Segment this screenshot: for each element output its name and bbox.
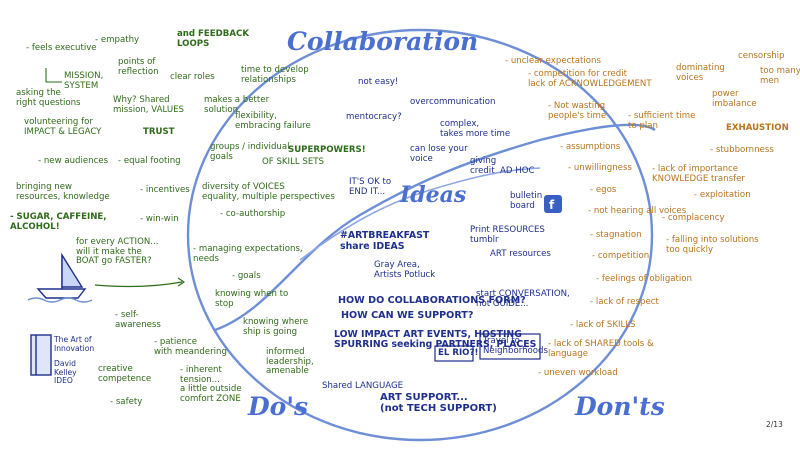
dos-note: bringing new resources, knowledge — [16, 182, 110, 202]
dos-note: Why? Shared mission, VALUES — [113, 95, 185, 115]
donts-note: - lack of SKILLS — [570, 320, 636, 330]
donts-note: power imbalance — [712, 89, 757, 109]
donts-note: - uneven workload — [538, 368, 618, 378]
donts-note: - Not wasting people's time — [548, 101, 607, 121]
dos-note: knowing where ship is going — [243, 317, 309, 337]
dos-note: - inherent tension... a little outside c… — [180, 365, 242, 404]
facebook-icon: f — [544, 195, 562, 213]
dos-note: - win-win — [140, 214, 179, 224]
center-note: Shared LANGUAGE — [322, 381, 404, 391]
heading-collaboration: Collaboration — [287, 27, 479, 56]
dos-note: volunteering for IMPACT & LEGACY — [24, 117, 102, 137]
center-note: EL RIO?! — [438, 348, 479, 358]
heading-dos: Do's — [248, 392, 309, 421]
dos-note: points of reflection — [118, 57, 159, 77]
center-note: Print RESOURCES tumblr — [470, 225, 545, 245]
center-note: LOW IMPACT ART EVENTS, HOSTING SPURRING … — [334, 329, 537, 351]
dos-note: informed leadership, amenable — [266, 347, 314, 377]
donts-note: - egos — [590, 185, 617, 195]
center-note: ART SUPPORT... (not TECH SUPPORT) — [380, 392, 497, 415]
dos-note: - patience with meandering — [154, 337, 227, 357]
dos-note: knowing when to stop — [215, 289, 289, 309]
center-note: mentocracy? — [346, 112, 402, 122]
donts-note: - lack of importance KNOWLEDGE transfer — [652, 164, 745, 184]
center-note: not easy! — [358, 77, 399, 87]
dos-note: - empathy — [95, 35, 140, 45]
donts-note: - feelings of obligation — [596, 274, 693, 284]
center-note: giving credit AD HOC — [470, 156, 535, 176]
donts-note: - stubbornness — [710, 145, 774, 155]
dos-note: - managing expectations, needs — [193, 244, 303, 264]
center-note: complex, takes more time — [440, 119, 511, 139]
dos-note: TRUST — [143, 127, 175, 137]
dos-note: clear roles — [170, 72, 215, 82]
divider-wave — [214, 123, 656, 332]
heading-ideas: Ideas — [400, 182, 467, 208]
dos-note: and FEEDBACK LOOPS — [177, 29, 249, 49]
donts-note: - competition — [592, 251, 650, 261]
dos-note: diversity of VOICES equality, multiple p… — [202, 182, 335, 202]
book-author: David Kelley IDEO — [54, 359, 77, 385]
dos-note: - SUGAR, CAFFEINE, ALCOHOL! — [10, 212, 107, 232]
donts-note: - lack of SHARED tools & language — [548, 339, 654, 359]
divider-wave-inner — [299, 167, 541, 261]
svg-text:f: f — [549, 198, 555, 212]
center-note: start CONVERSATION, not GUIDE... — [476, 289, 570, 309]
dos-note: - self- awareness — [115, 310, 161, 330]
center-note: #ARTBREAKFAST share IDEAS — [340, 230, 430, 252]
main-circle — [186, 28, 654, 442]
book-title: The Art of Innovation — [54, 335, 95, 353]
donts-note: - exploitation — [694, 190, 751, 200]
center-note: Travel to Neighborhoods — [483, 336, 548, 356]
donts-note: censorship — [738, 51, 785, 61]
donts-note: - unwillingness — [568, 163, 632, 173]
donts-note: - not hearing all voices — [588, 206, 687, 216]
donts-note: - lack of respect — [590, 297, 659, 307]
dos-note: - safety — [110, 397, 143, 407]
center-note: bulletin board — [510, 191, 543, 211]
dos-note: groups / individual goals — [210, 142, 290, 162]
dos-note: for every ACTION... will it make the BOA… — [76, 237, 159, 267]
dos-note: makes a better solution — [204, 95, 270, 115]
donts-note: EXHAUSTION — [726, 123, 789, 133]
dos-note: time to develop relationships — [241, 65, 309, 85]
donts-note: - unclear expectations — [505, 56, 601, 66]
center-note: IT'S OK to END IT... — [349, 177, 392, 197]
center-note: Gray Area, Artists Potluck — [374, 260, 436, 280]
sailboat-icon — [27, 252, 93, 303]
book-icon — [30, 334, 52, 376]
donts-note: dominating voices — [676, 63, 725, 83]
dos-note: MISSION, SYSTEM — [64, 71, 104, 91]
center-note: can lose your voice — [410, 144, 468, 164]
dos-note: - co-authorship — [220, 209, 286, 219]
center-note: HOW CAN WE SUPPORT? — [341, 310, 474, 321]
dos-note: - equal footing — [118, 156, 181, 166]
donts-note: - falling into solutions too quickly — [666, 235, 759, 255]
donts-note: - stagnation — [590, 230, 642, 240]
donts-note: too many men — [760, 66, 800, 86]
donts-note: - sufficient time to plan — [628, 111, 696, 131]
dos-note: - incentives — [140, 185, 190, 195]
page-number: 2/13 — [766, 420, 783, 429]
center-note: ART resources — [490, 249, 551, 259]
donts-note: - competition for credit lack of ACKNOWL… — [528, 69, 652, 89]
center-note: overcommunication — [410, 97, 496, 107]
center-note: HOW DO COLLABORATIONS FORM? — [338, 295, 526, 306]
dos-note: - goals — [232, 271, 261, 281]
donts-note: - complacency — [662, 213, 725, 223]
donts-note: - assumptions — [560, 142, 621, 152]
center-note: SUPERPOWERS! — [288, 145, 366, 155]
dos-note: - feels executive — [26, 43, 97, 53]
dos-note: creative competence — [98, 364, 152, 384]
dos-note: flexibility, embracing failure — [235, 111, 311, 131]
dos-note: asking the right questions — [16, 88, 81, 108]
center-note: OF SKILL SETS — [262, 157, 324, 167]
dos-note: - new audiences — [38, 156, 109, 166]
heading-donts: Don'ts — [575, 392, 665, 421]
